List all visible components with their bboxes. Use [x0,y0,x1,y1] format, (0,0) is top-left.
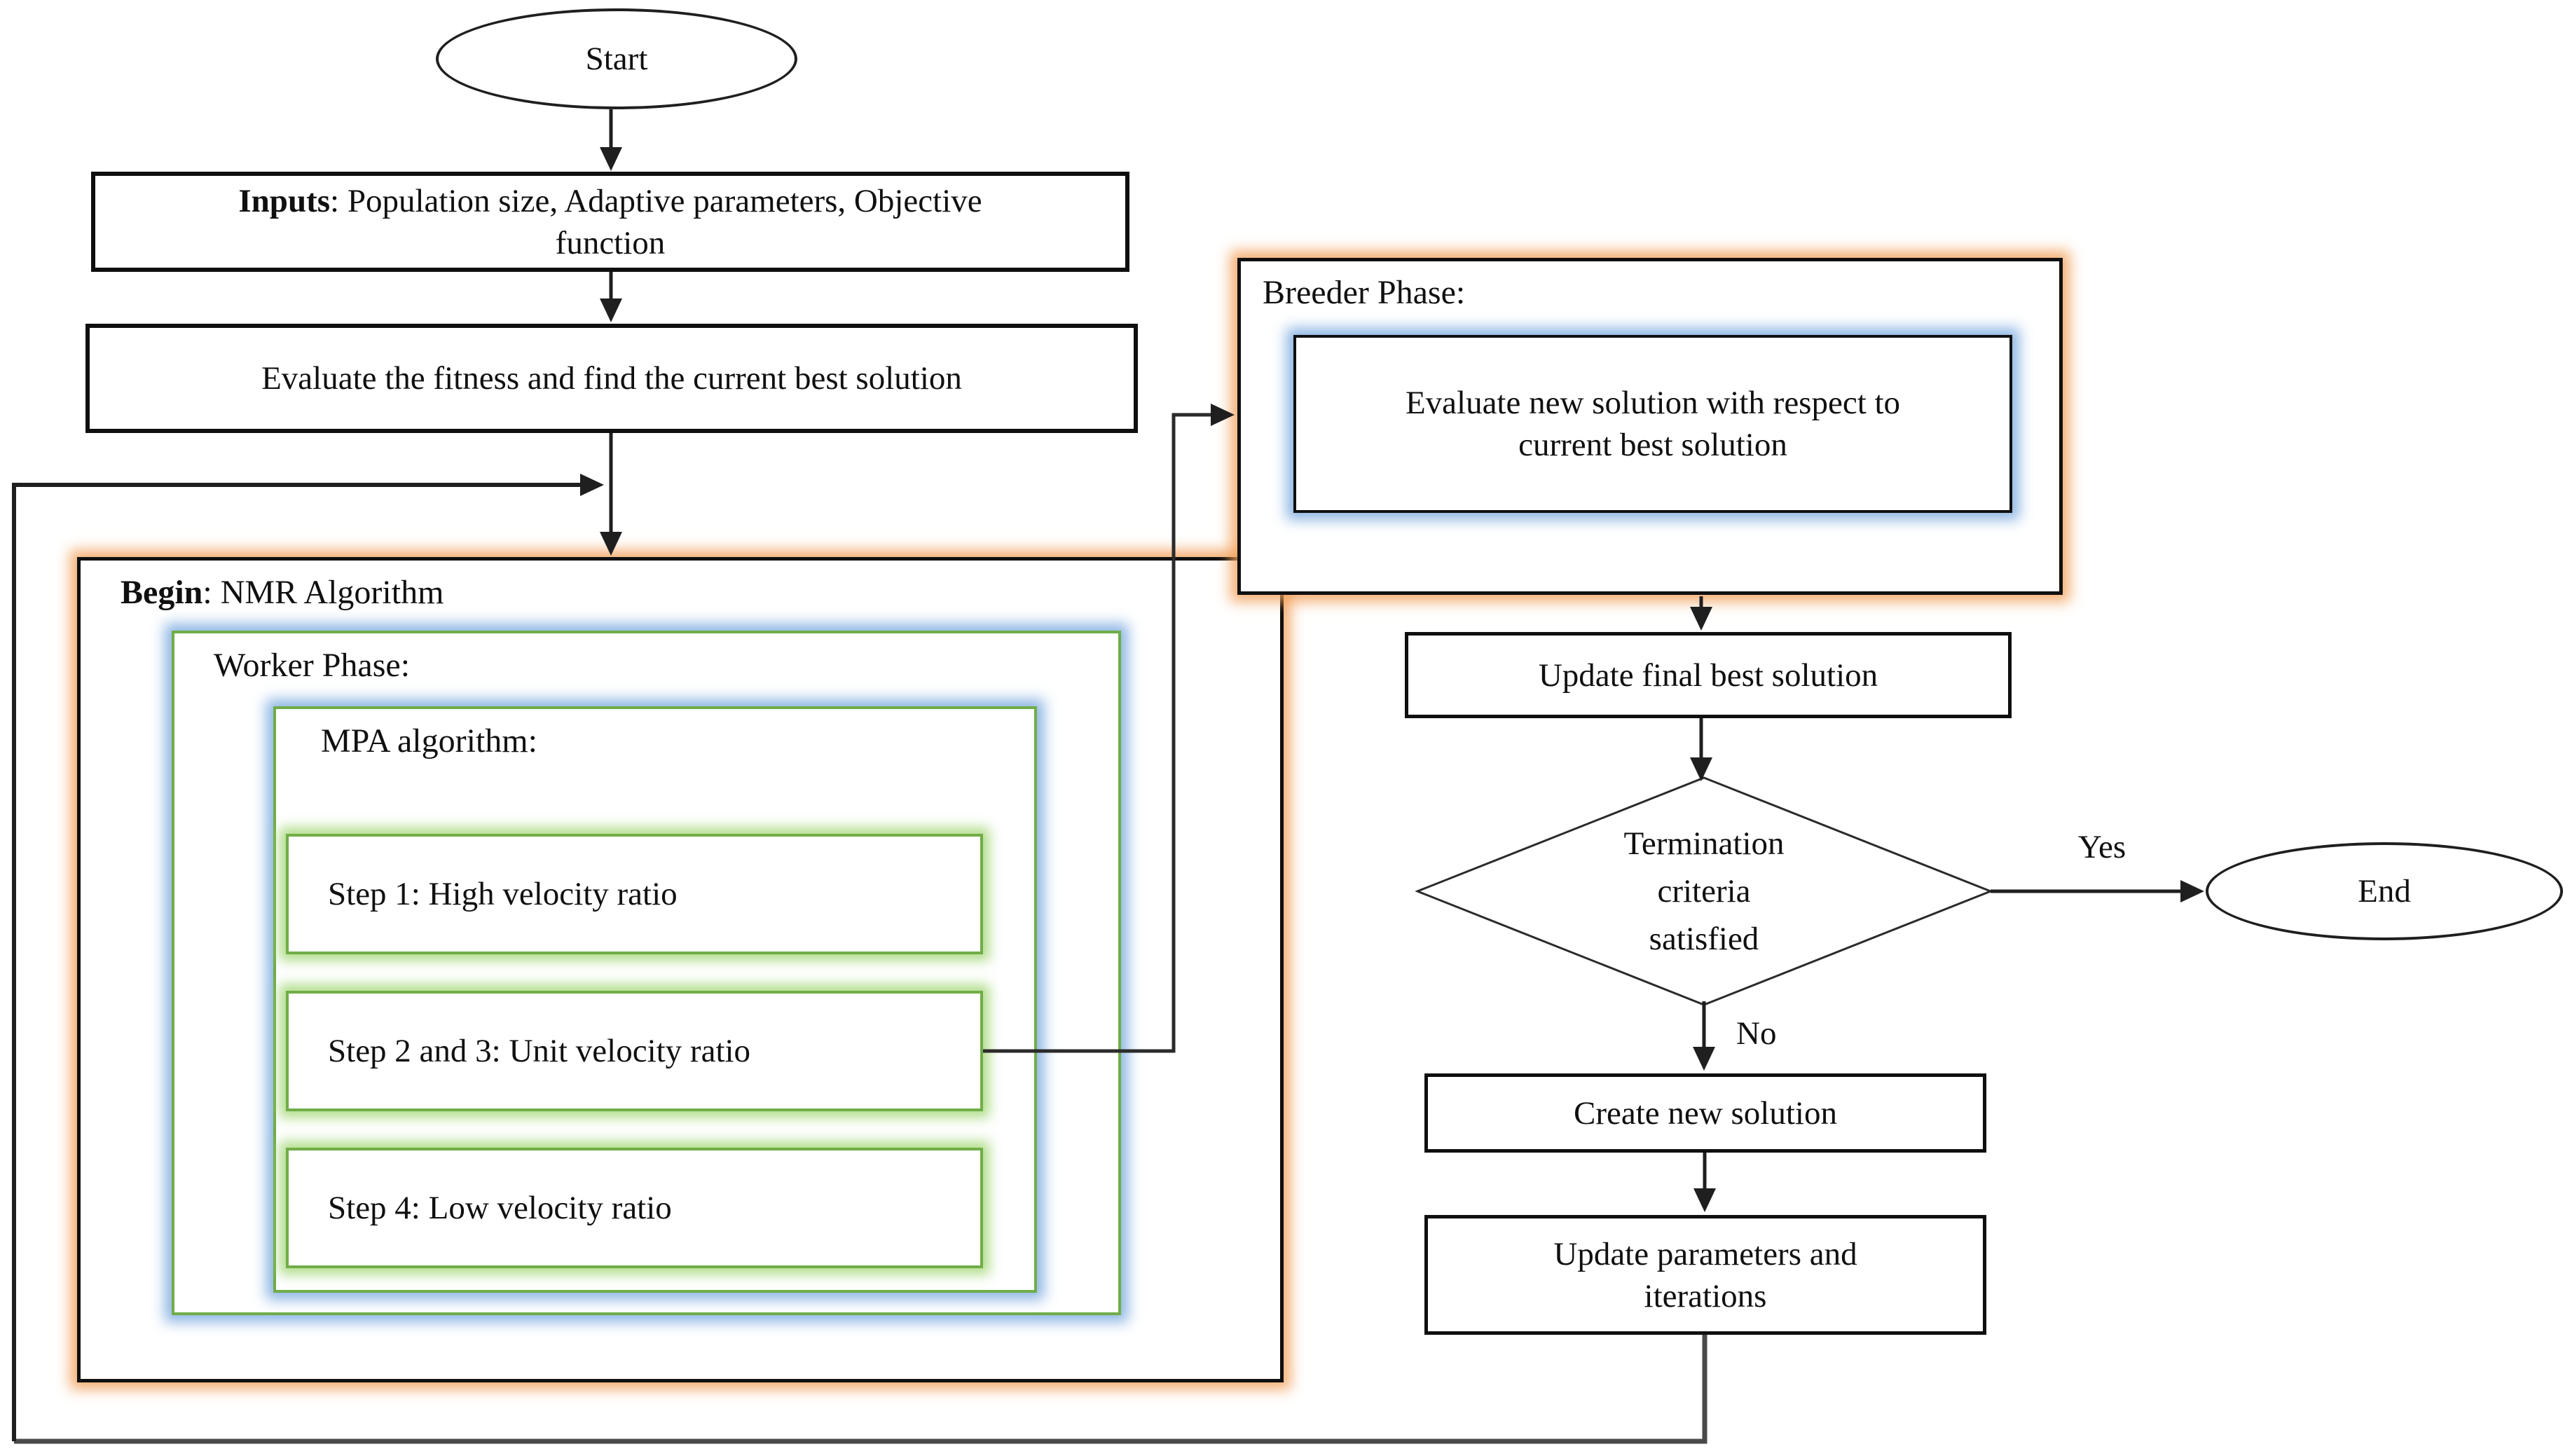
inputs-text-line2: function [555,224,666,261]
evaluate-fitness-box: Evaluate the fitness and find the curren… [85,324,1138,433]
update-parameters-box: Update parameters and iterations [1424,1215,1986,1335]
end-terminator: End [2206,842,2563,940]
termination-line3: satisfied [1649,921,1759,957]
termination-diamond-text: Termination criteria satisfied [1564,820,1844,963]
start-label: Start [585,41,648,77]
create-new-solution-box: Create new solution [1424,1073,1986,1153]
evaluate-new-solution-box: Evaluate new solution with respect to cu… [1293,335,2012,513]
step4-text: Step 4: Low velocity ratio [328,1190,672,1226]
no-branch-label: No [1736,1015,1776,1052]
step1-box: Step 1: High velocity ratio [286,834,983,954]
evaluate-fitness-text: Evaluate the fitness and find the curren… [261,360,962,397]
mpa-algorithm-label: MPA algorithm: [321,722,537,760]
termination-line1: Termination [1623,825,1785,862]
evaluate-new-solution-line1: Evaluate new solution with respect to [1405,385,1901,421]
update-final-best-text: Update final best solution [1538,657,1878,694]
inputs-text-bold: Inputs [238,182,331,219]
end-label: End [2358,873,2411,909]
update-final-best-box: Update final best solution [1405,632,2012,718]
yes-text: Yes [2077,829,2126,865]
inputs-text-rest: : Population size, Adaptive parameters, … [330,182,982,219]
step4-box: Step 4: Low velocity ratio [286,1148,983,1268]
evaluate-new-solution-line2: current best solution [1518,427,1787,463]
evaluate-new-solution-text: Evaluate new solution with respect to cu… [1406,382,1900,466]
update-parameters-line1: Update parameters and [1553,1235,1857,1272]
update-parameters-line2: iterations [1644,1277,1767,1314]
inputs-text: Inputs: Population size, Adaptive parame… [238,180,982,264]
yes-branch-label: Yes [2046,828,2158,866]
step2-and-3-box: Step 2 and 3: Unit velocity ratio [286,991,983,1111]
mpa-algorithm-text: MPA algorithm: [321,722,537,760]
breeder-phase-text: Breeder Phase: [1263,274,1466,311]
worker-phase-text: Worker Phase: [214,647,411,684]
start-terminator: Start [436,8,797,109]
step2-and-3-text: Step 2 and 3: Unit velocity ratio [328,1033,751,1069]
create-new-solution-text: Create new solution [1574,1094,1837,1132]
begin-label-rest: : NMR Algorithm [202,574,444,611]
begin-nmr-label: Begin: NMR Algorithm [121,573,444,612]
inputs-process-box: Inputs: Population size, Adaptive parame… [91,172,1129,272]
no-text: No [1736,1015,1777,1052]
worker-phase-label: Worker Phase: [214,646,410,685]
step1-text: Step 1: High velocity ratio [328,876,678,912]
termination-line2: criteria [1657,873,1751,909]
breeder-phase-label: Breeder Phase: [1263,273,1465,312]
begin-label-bold: Begin [121,574,203,611]
update-parameters-text: Update parameters and iterations [1553,1233,1857,1317]
